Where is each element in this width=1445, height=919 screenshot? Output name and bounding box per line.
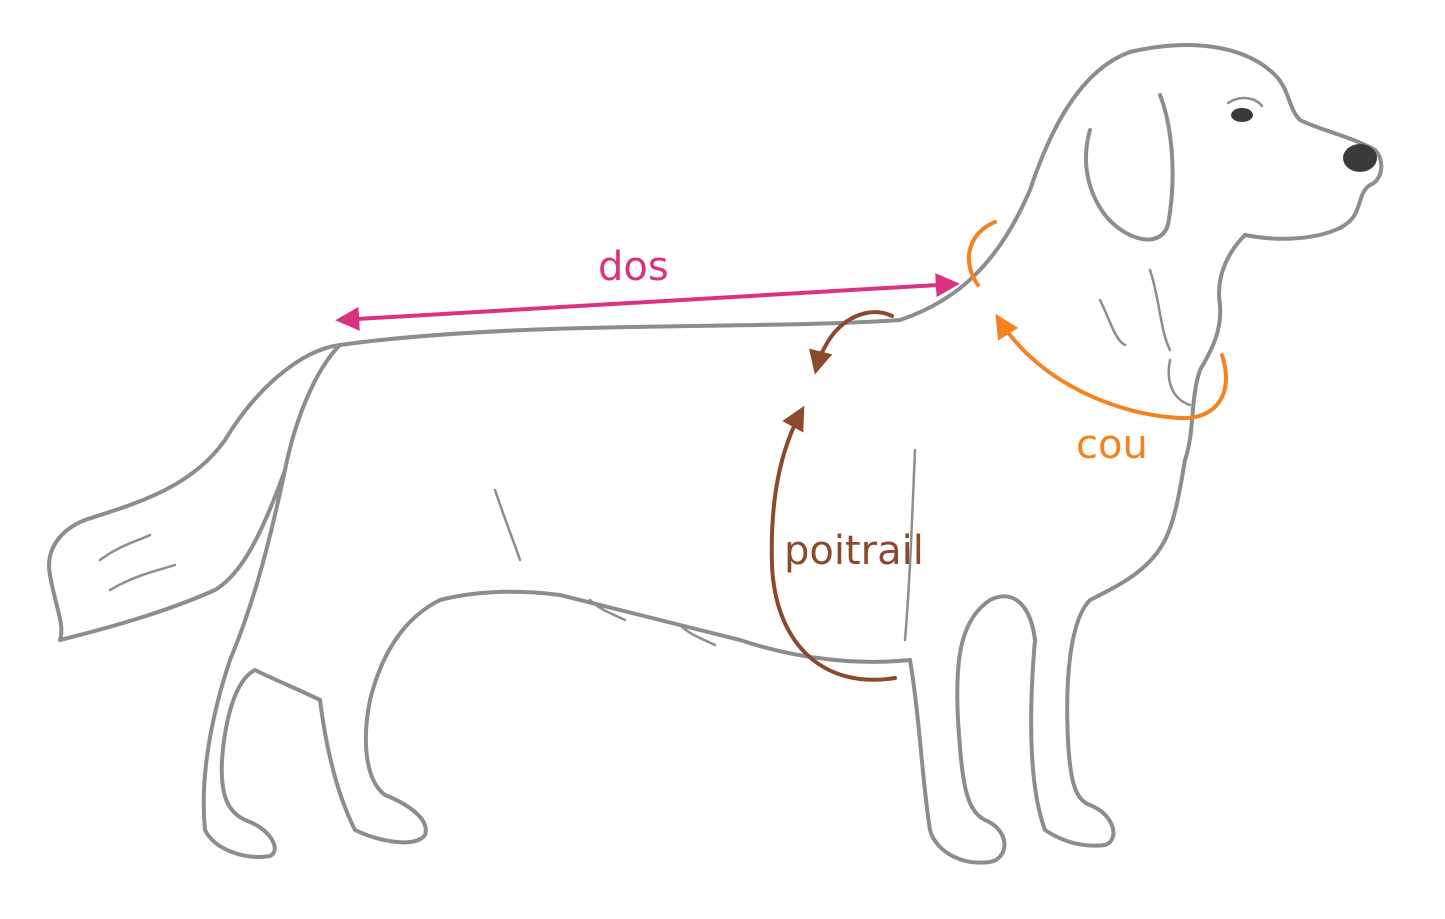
chest-top-arrow	[809, 310, 894, 375]
eye-icon	[1231, 108, 1253, 122]
dog-belly-outline	[438, 589, 912, 664]
dog-ear-outline	[1083, 93, 1175, 242]
dog-neck-front-outline	[1088, 233, 1247, 602]
dog-hind-leg2-outline	[201, 658, 322, 859]
nose-icon	[1343, 144, 1377, 172]
dog-illustration	[47, 43, 1384, 865]
fur-strokes	[98, 268, 1192, 647]
dog-muzzle-outline	[1243, 148, 1384, 241]
brow-line	[1226, 96, 1264, 108]
neck-label: cou	[1076, 422, 1148, 468]
dog-front-leg2-outline	[908, 594, 1037, 865]
back-label: dos	[598, 244, 669, 290]
dog-rear-outline	[228, 343, 342, 662]
chest-measurement: poitrail	[769, 310, 924, 682]
neck-measurement: cou	[967, 220, 1228, 468]
dog-hind-leg-outline	[318, 598, 442, 845]
dog-front-leg-outline	[1029, 598, 1116, 848]
neck-arrow	[995, 313, 1228, 421]
neck-loop	[967, 220, 997, 287]
chest-side-arrow	[769, 405, 897, 682]
dog-tail-outline	[47, 343, 342, 642]
back-measurement: dos	[335, 244, 960, 331]
back-arrow	[335, 273, 960, 331]
chest-label: poitrail	[784, 528, 924, 574]
